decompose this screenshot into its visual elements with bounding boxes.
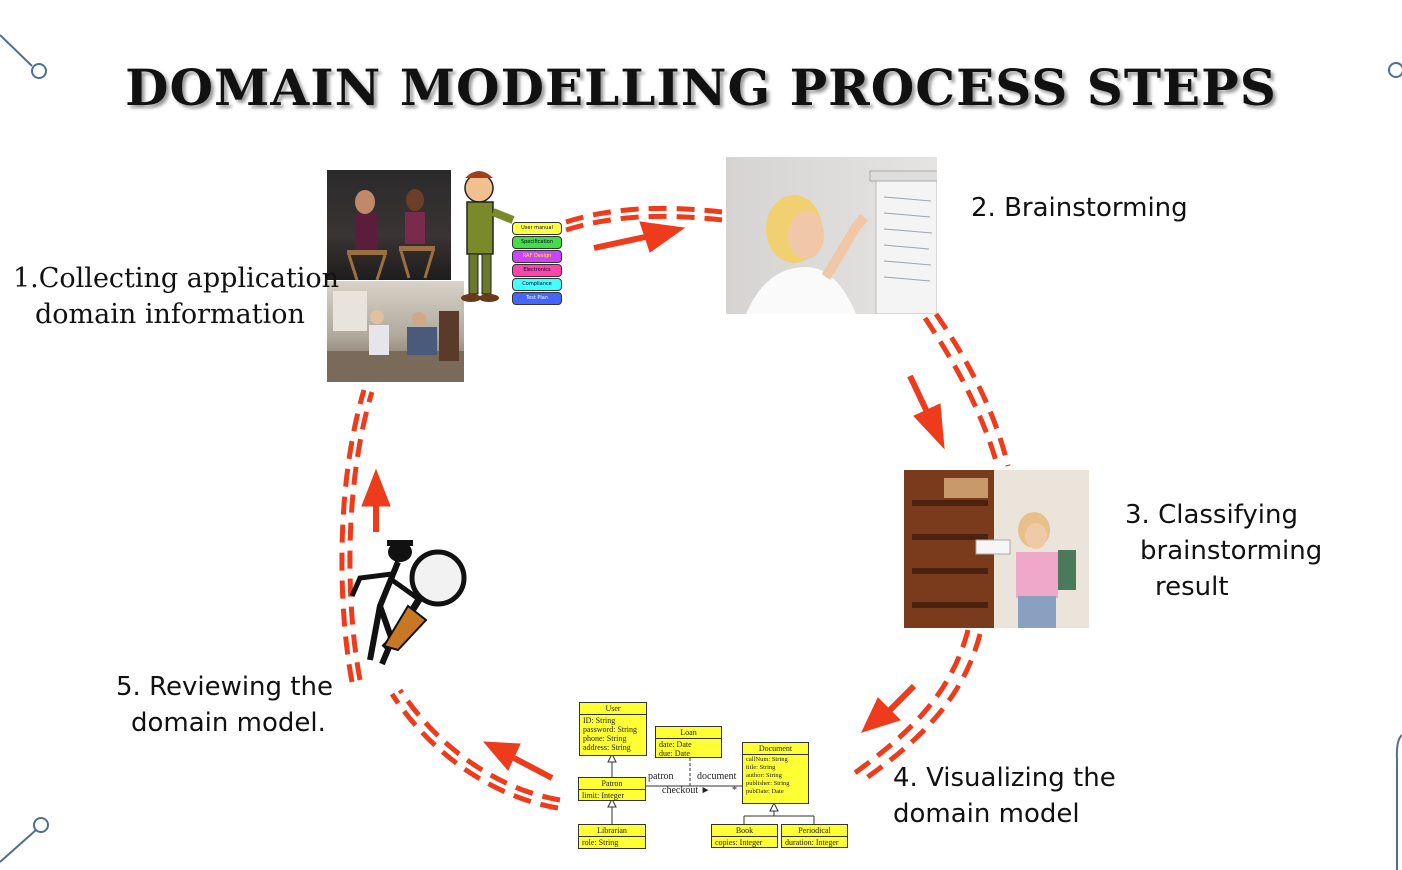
- uml-attribute: password: String: [583, 725, 637, 734]
- arrow-up: [361, 468, 391, 532]
- uml-attribute: due: Date: [659, 749, 690, 758]
- step-3-line-1: 3. Classifying: [1125, 500, 1298, 530]
- corner-decoration: [0, 34, 1402, 870]
- arrow-right: [593, 221, 686, 253]
- dashed-arc: [922, 316, 1001, 469]
- uml-class-name: Book: [712, 825, 777, 837]
- step-4-label: 4. Visualizing the domain model: [893, 760, 1116, 832]
- step-1-line-2: domain information: [35, 299, 305, 330]
- uml-attribute: publisher: String: [746, 780, 790, 787]
- uml-attribute: limit: Integer: [582, 791, 624, 800]
- step-5-line-1: 5. Reviewing the: [116, 672, 333, 702]
- uml-attribute: duration: Integer: [785, 838, 839, 847]
- cartoon-man-with-books: [455, 168, 565, 308]
- uml-attribute: pubDate: Date: [746, 788, 784, 795]
- uml-class-name: Document: [743, 743, 808, 755]
- uml-assoc-multiplicity: *: [732, 785, 737, 796]
- step-4-line-2: domain model: [893, 799, 1080, 829]
- book-spine: Specification: [512, 236, 562, 249]
- step-1-label: 1.Collecting application domain informat…: [13, 261, 339, 333]
- step-5-line-2: domain model.: [131, 708, 326, 738]
- step-4-line-1: 4. Visualizing the: [893, 763, 1116, 793]
- dashed-arc: [397, 688, 561, 803]
- uml-class-document: Document callNum: String title: String a…: [742, 742, 809, 804]
- uml-class-book: Book copies: Integer: [711, 824, 778, 848]
- uml-attribute: author: String: [746, 772, 782, 779]
- uml-attribute: date: Date: [659, 740, 692, 749]
- step-2-label: 2. Brainstorming: [971, 190, 1188, 226]
- uml-attribute: phone: String: [583, 734, 627, 743]
- magnifier-figure-icon: [349, 540, 467, 666]
- interview-photo: [327, 170, 451, 280]
- book-spine: Test Plan: [512, 292, 562, 305]
- book-spine: User manual: [512, 222, 562, 235]
- uml-class-librarian: Librarian role: String: [578, 824, 646, 849]
- uml-attribute: title: String: [746, 764, 776, 771]
- uml-class-name: Librarian: [579, 825, 645, 837]
- step-3-line-3: result: [1155, 572, 1229, 602]
- dashed-arc: [389, 692, 559, 811]
- uml-class-name: User: [580, 703, 646, 715]
- uml-attribute: role: String: [582, 838, 619, 847]
- uml-class-name: Periodical: [782, 825, 847, 837]
- dashed-arc: [565, 205, 723, 225]
- dashed-arc: [933, 312, 1011, 467]
- step-5-label: 5. Reviewing the domain model.: [116, 669, 333, 741]
- step-1-line-1: 1.Collecting application: [13, 263, 340, 294]
- book-spine: Electronics: [512, 264, 562, 277]
- uml-class-patron: Patron limit: Integer: [578, 777, 646, 801]
- brainstorming-photo: [726, 157, 937, 314]
- meeting-photo: [327, 281, 464, 382]
- uml-attribute: copies: Integer: [715, 838, 763, 847]
- uml-class-name: Loan: [656, 727, 721, 739]
- uml-assoc-patron: patron: [648, 771, 674, 782]
- dashed-arc: [347, 391, 375, 681]
- arrow-up-left: [482, 741, 554, 781]
- page-title: DOMAIN MODELLING PROCESS STEPS: [125, 58, 1277, 117]
- arrow-down-right: [907, 374, 945, 450]
- step-3-line-2: brainstorming: [1140, 536, 1323, 566]
- book-stack: User manual Specification RAF Design Ele…: [512, 222, 562, 306]
- dashed-arc: [860, 633, 983, 784]
- arrow-down-left: [861, 683, 917, 733]
- dashed-arc: [339, 389, 367, 683]
- uml-class-periodical: Periodical duration: Integer: [781, 824, 848, 848]
- uml-assoc-checkout: checkout ►: [662, 785, 711, 796]
- dashed-arc: [850, 629, 971, 778]
- uml-class-loan: Loan date: Date due: Date: [655, 726, 722, 758]
- step-3-label: 3. Classifying brainstorming result: [1125, 497, 1322, 605]
- uml-assoc-document: document: [697, 771, 737, 782]
- dashed-arc: [565, 213, 723, 233]
- classifying-photo: [904, 470, 1089, 628]
- book-spine: RAF Design: [512, 250, 562, 263]
- uml-attribute: ID: String: [583, 716, 616, 725]
- book-spine: Compliance: [512, 278, 562, 291]
- uml-class-name: Patron: [579, 778, 645, 790]
- step-2-line-1: 2. Brainstorming: [971, 193, 1188, 223]
- uml-attribute: address: String: [583, 743, 631, 752]
- uml-attribute: callNum: String: [746, 756, 788, 763]
- uml-class-user: User ID: String password: String phone: …: [579, 702, 647, 756]
